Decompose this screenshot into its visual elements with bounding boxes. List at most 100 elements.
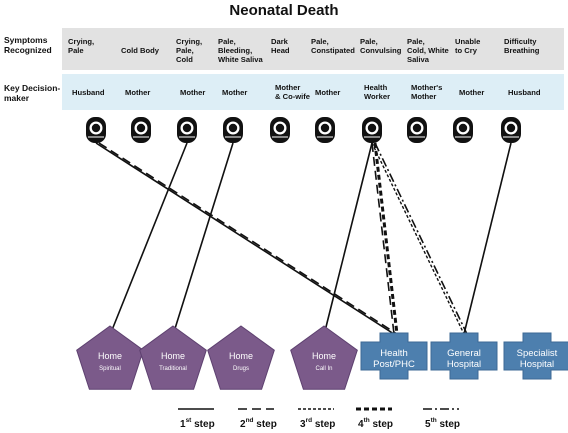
path-line-step-2 [371, 142, 395, 335]
legend-label-step-3: 3rd step [300, 417, 336, 430]
decision-maker-cell: Mother [459, 88, 484, 97]
decision-maker-cell: Mother [180, 88, 205, 97]
swaddled-infant-icon [501, 117, 521, 143]
symptom-cell: Crying,Pale [68, 37, 94, 55]
decision-maker-text: Husband [508, 88, 541, 97]
symptoms-label-line-1: Symptoms [4, 35, 48, 45]
decision-maker-text: Husband [72, 88, 105, 97]
symptom-text: Breathing [504, 46, 540, 55]
decision-maker-text: Mother [180, 88, 206, 97]
symptom-cell: Pale,Convulsing [360, 37, 401, 55]
decision-maker-cell: Mother [315, 88, 340, 97]
decision-maker-text: Mother's [411, 83, 443, 92]
destination-subtitle: Traditional [159, 366, 187, 372]
legend-label-step-4: 4th step [358, 417, 394, 430]
symptom-text: Head [271, 46, 290, 55]
symptom-text: White Saliva [218, 55, 263, 64]
symptom-cell: Cold Body [121, 46, 159, 55]
path-line-step-5 [374, 142, 468, 335]
diagram-title: Neonatal Death [229, 2, 339, 19]
symptom-text: Cold [176, 55, 193, 64]
destination-title: Home [229, 351, 253, 361]
destination-title: General [447, 348, 481, 359]
decision-label-line-2: maker [4, 93, 30, 103]
symptoms-row-label: Symptoms Recognized [4, 35, 52, 55]
legend-step-number: 4 [358, 419, 364, 430]
symptom-text: Pale, [360, 37, 378, 46]
care-paths [95, 142, 512, 336]
legend-step-suffix: nd [245, 417, 254, 424]
destination-title: Home [98, 351, 122, 361]
swaddled-infant-icon [177, 117, 197, 143]
decision-maker-text: Mother [459, 88, 485, 97]
symptom-text: Saliva [407, 55, 429, 64]
decision-maker-cell: Mother [222, 88, 247, 97]
symptom-text: Cold Body [121, 46, 159, 55]
legend-step-suffix: rd [305, 417, 313, 424]
decision-maker-cell: Husband [72, 88, 105, 97]
path-line-step-1 [323, 142, 373, 336]
path-line-step-1 [109, 142, 188, 336]
path-line-step-3 [371, 142, 465, 335]
swaddled-infant-icon [407, 117, 427, 143]
symptom-cell: Pale,Constipated [311, 37, 355, 55]
symptoms-band [62, 28, 564, 70]
legend-step-word: step [369, 419, 394, 430]
care-destinations: HomeSpiritualHomeTraditionalHomeDrugsHom… [76, 325, 568, 390]
symptom-text: Difficulty [504, 37, 537, 46]
legend-step-number: 5 [425, 419, 431, 430]
destination-subtitle: Call In [315, 366, 332, 372]
decision-label-line-1: Key Decision- [4, 83, 61, 93]
symptom-cell: Crying,Pale,Cold [176, 37, 202, 64]
symptom-text: Crying, [68, 37, 95, 46]
decision-maker-text: Mother [125, 88, 151, 97]
symptom-text: Pale [68, 46, 84, 55]
symptom-text: Dark [271, 37, 288, 46]
destination-subtitle: Hospital [447, 359, 481, 370]
symptom-text: Crying, [176, 37, 203, 46]
legend-label-step-2: 2nd step [240, 417, 277, 430]
swaddled-infant-icon [362, 117, 382, 143]
path-line-step-1 [172, 142, 234, 336]
path-line-step-1 [463, 142, 512, 335]
path-line-step-2 [98, 142, 398, 335]
symptom-text: Pale, [176, 46, 194, 55]
swaddled-infant-icon [223, 117, 243, 143]
swaddled-infant-icon [453, 117, 473, 143]
symptom-text: Cold, White [407, 46, 449, 55]
decision-maker-text: Mother [315, 88, 341, 97]
decision-maker-text: & Co-wife [275, 92, 311, 101]
legend-step-word: step [253, 419, 277, 430]
legend-step-word: step [312, 419, 336, 430]
destination-subtitle: Post/PHC [373, 359, 415, 370]
legend-step-word: step [436, 419, 461, 430]
destination-title: Home [312, 351, 336, 361]
legend-step-suffix: th [363, 417, 370, 424]
swaddled-infant-icon [86, 117, 106, 143]
legend-step-number: 3 [300, 419, 306, 430]
decision-maker-cell: Mother& Co-wife [275, 83, 310, 101]
path-line-step-1 [95, 142, 395, 335]
decision-maker-band [62, 74, 564, 110]
destination-subtitle: Spiritual [99, 366, 121, 372]
symptom-cell: Pale,Bleeding,White Saliva [218, 37, 263, 64]
decision-maker-text: Worker [364, 92, 391, 101]
decision-maker-text: Mother [411, 92, 437, 101]
swaddled-infant-icon [270, 117, 290, 143]
swaddled-infant-icon [131, 117, 151, 143]
decision-maker-row-label: Key Decision- maker [4, 83, 60, 103]
decision-maker-text: Health [364, 83, 388, 92]
legend-step-number: 1 [180, 419, 186, 430]
symptom-text: Constipated [311, 46, 355, 55]
